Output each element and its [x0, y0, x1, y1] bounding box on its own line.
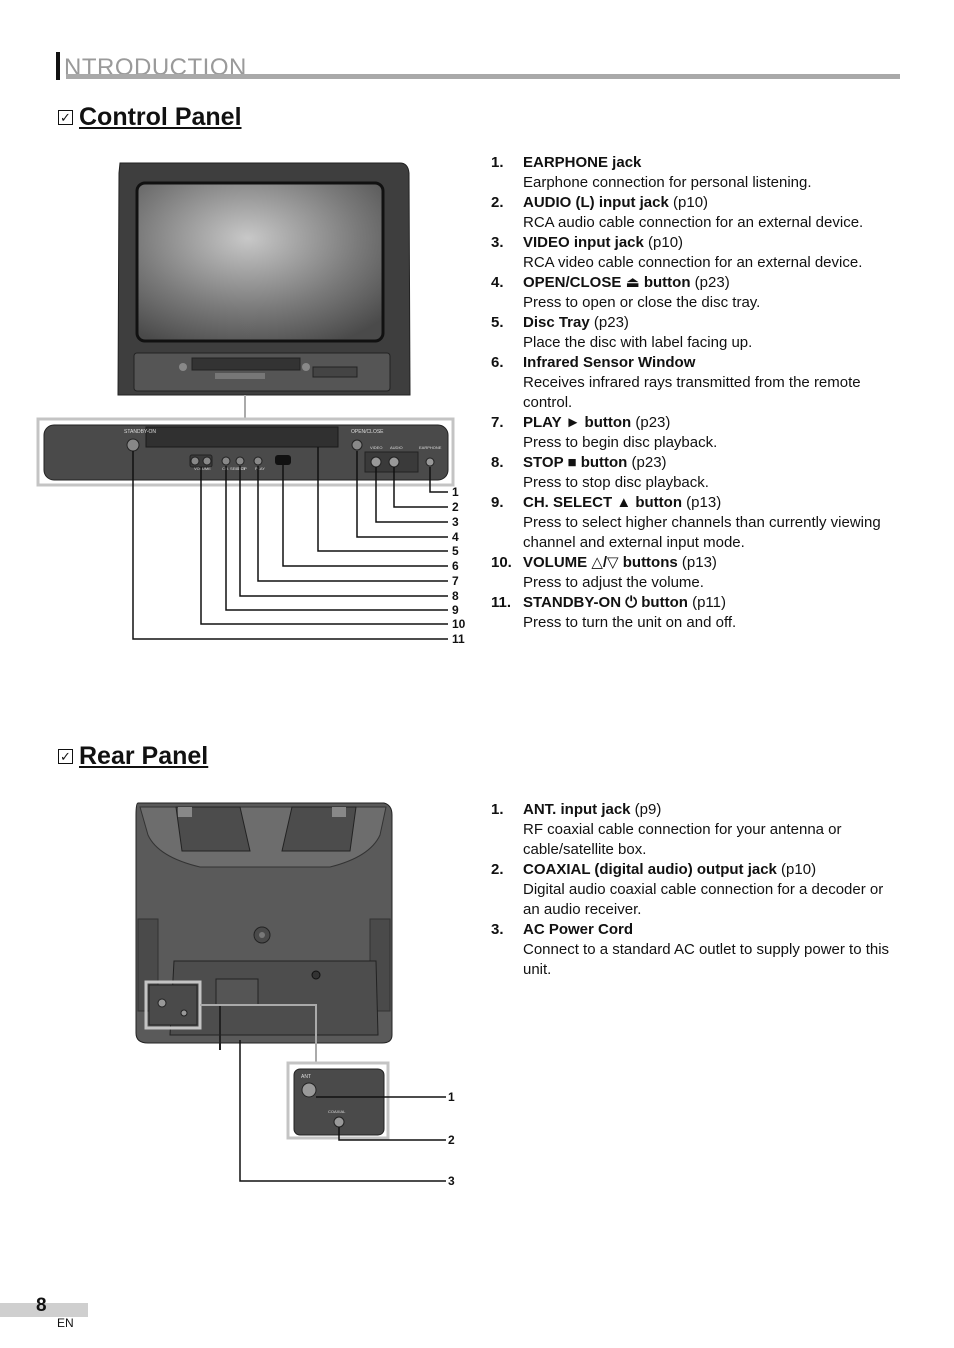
header-accent-bar: [56, 52, 60, 80]
open-close-button[interactable]: [351, 439, 363, 451]
list-item: 8. STOP ■ button (p23)Press to stop disc…: [491, 454, 709, 491]
audio-jack: [388, 456, 400, 468]
rear-panel-title: Rear Panel: [79, 742, 209, 770]
ch-select-button[interactable]: [221, 456, 231, 466]
leader-lines: [132, 447, 448, 640]
tv-screen: [135, 181, 385, 343]
rear-callout-1: 1: [448, 1090, 455, 1104]
rear-leader-lines: [239, 1040, 446, 1182]
list-item: 4. OPEN/CLOSE ⏏ button (p23)Press to ope…: [491, 274, 761, 311]
list-item: 9. CH. SELECT ▲ button (p13)Press to sel…: [491, 494, 881, 551]
language-code: EN: [57, 1316, 74, 1330]
play-label: PLAY: [255, 466, 265, 471]
list-item: 7. PLAY ► button (p23)Press to begin dis…: [491, 414, 718, 451]
callout-1: 1: [452, 485, 459, 499]
list-item: 10. VOLUME △/▽ buttons (p13)Press to adj…: [491, 554, 717, 591]
video-label: VIDEO: [370, 445, 382, 450]
callout-9: 9: [452, 603, 459, 617]
list-item: 5. Disc Tray (p23)Place the disc with la…: [491, 314, 753, 351]
earphone-jack: [425, 457, 435, 467]
callout-11: 11: [452, 632, 465, 646]
volume-label: VOLUME: [194, 466, 211, 471]
audio-label: AUDIO: [390, 445, 403, 450]
checkbox-icon: ✓: [58, 749, 73, 764]
callout-4: 4: [452, 530, 459, 544]
rear-panel-diagram: ANT COAXIAL 1 2 3: [135, 802, 455, 1188]
earphone-label: EARPHONE: [419, 445, 442, 450]
standby-button[interactable]: [126, 438, 140, 452]
ch-select-label: CH. SELECT: [222, 466, 246, 471]
disc-tray: [145, 426, 339, 448]
page-number-tab: [0, 1303, 88, 1317]
page-number: 8: [36, 1295, 47, 1316]
rear-panel-list: 1. ANT. input jack (p9)RF coaxial cable …: [491, 800, 901, 980]
coaxial-label: COAXIAL: [328, 1109, 346, 1114]
volume-down-button[interactable]: [190, 456, 200, 466]
infrared-sensor: [275, 455, 291, 465]
control-panel-diagram: STANDBY-ON OPEN/CLOSE VIDEO AUDIO EARPHO…: [36, 162, 466, 646]
callout-8: 8: [452, 589, 459, 603]
list-item: 11. STANDBY-ON ⏻ button (p11)Press to tu…: [491, 594, 737, 631]
control-panel-heading: ✓ Control Panel: [58, 103, 242, 132]
open-close-label: OPEN/CLOSE: [351, 429, 384, 435]
callout-7: 7: [452, 574, 459, 588]
standby-label: STANDBY-ON: [124, 429, 156, 435]
callout-2: 2: [452, 500, 459, 514]
ant-label: ANT: [301, 1074, 311, 1080]
callout-10: 10: [452, 617, 466, 631]
control-panel-title: Control Panel: [79, 103, 242, 131]
list-item: 2. COAXIAL (digital audio) output jack (…: [491, 861, 884, 918]
list-item: 1. ANT. input jack (p9)RF coaxial cable …: [491, 801, 842, 858]
rear-callout-2: 2: [448, 1133, 455, 1147]
checkbox-icon: ✓: [58, 110, 73, 125]
rear-panel-heading: ✓ Rear Panel: [58, 742, 208, 771]
volume-up-button[interactable]: [202, 456, 212, 466]
callout-6: 6: [452, 559, 459, 573]
rear-callout-3: 3: [448, 1174, 455, 1188]
coaxial-output-jack: [333, 1116, 345, 1128]
header-rule: [66, 74, 900, 79]
list-item: 3. VIDEO input jack (p10)RCA video cable…: [491, 234, 863, 271]
play-button[interactable]: [253, 456, 263, 466]
callout-5: 5: [452, 544, 459, 558]
video-jack: [370, 456, 382, 468]
ant-input-jack: [301, 1082, 317, 1098]
callout-3: 3: [452, 515, 459, 529]
zoomed-front-panel: [43, 424, 449, 481]
list-item: 2. AUDIO (L) input jack (p10)RCA audio c…: [491, 194, 864, 231]
stop-label: STOP: [236, 466, 247, 471]
stop-button[interactable]: [235, 456, 245, 466]
